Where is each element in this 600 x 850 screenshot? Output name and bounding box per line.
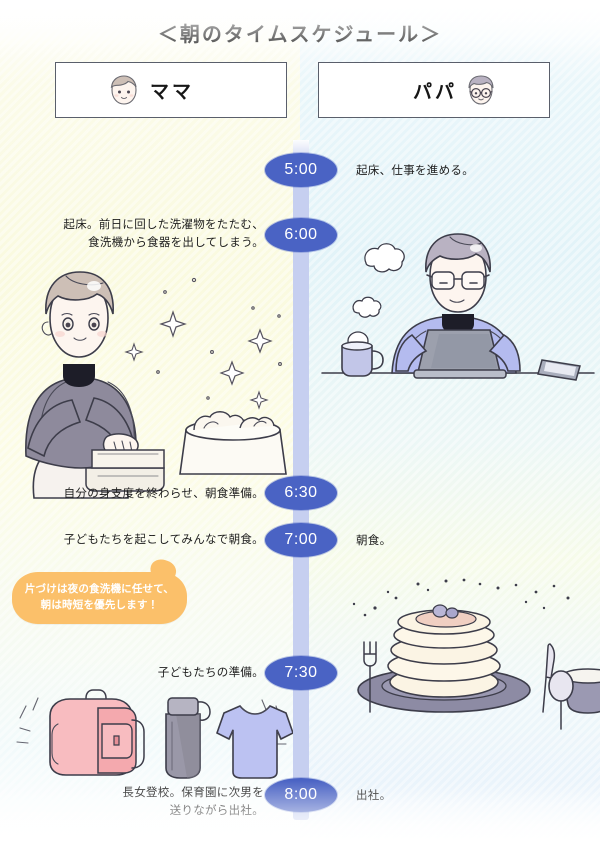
header-label-dad: パパ — [412, 81, 457, 103]
time-pill-6-00[interactable]: 6:00 — [265, 218, 337, 252]
header-box-dad: パパ — [318, 62, 550, 118]
mom-folding-laundry-illustration — [8, 252, 294, 499]
dad-face-glasses-icon — [459, 69, 503, 113]
header-box-mom: ママ — [55, 62, 287, 118]
time-pill-7-00[interactable]: 7:00 — [265, 523, 337, 557]
caption-mom-7-00: 子どもたちを起こしてみんなで朝食。 — [63, 534, 264, 546]
caption-mom-7-30: 子どもたちの準備。 — [157, 667, 264, 679]
bottom-fade-overlay — [0, 780, 600, 850]
caption-dad-7-00: 朝食。 — [356, 535, 392, 547]
top-fade-overlay — [0, 0, 600, 60]
school-items-illustration — [14, 684, 294, 788]
header-label-mom: ママ — [150, 81, 195, 103]
time-pill-6-30[interactable]: 6:30 — [265, 476, 337, 510]
spoon-icon — [543, 670, 583, 732]
dad-at-laptop-illustration — [321, 228, 595, 413]
caption-mom-6-00: 起床。前日に回した洗濯物をたたむ、 食洗機から食器を出してしまう。 — [63, 219, 264, 249]
mom-face-icon — [102, 69, 146, 113]
time-pill-7-30[interactable]: 7:30 — [265, 656, 337, 690]
caption-mom-6-30: 自分の身支度を終わらせ、朝食準備。 — [63, 488, 264, 500]
time-pill-5-00[interactable]: 5:00 — [265, 153, 337, 187]
caption-dad-5-00: 起床、仕事を進める。 — [356, 165, 474, 177]
callout-bubble: 片づけは夜の食洗機に任せて、 朝は時短を優先します！ — [12, 572, 187, 624]
